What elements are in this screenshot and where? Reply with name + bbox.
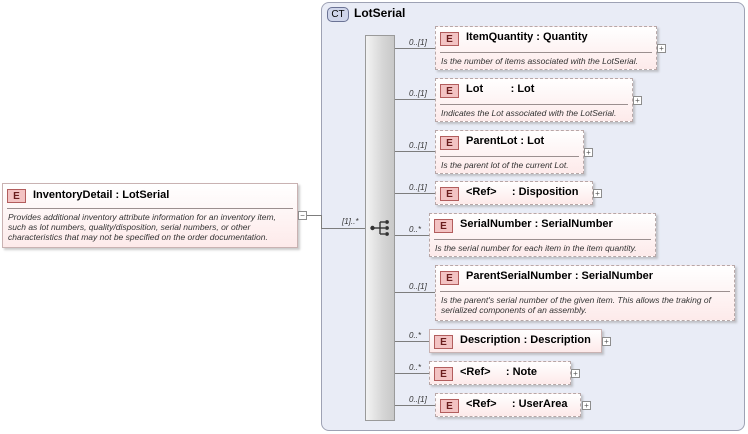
connector-line (395, 405, 435, 406)
connector-line (307, 215, 321, 216)
child-element-note[interactable]: E <Ref> : Note (429, 361, 571, 385)
cardinality-label: 0..* (409, 363, 422, 372)
expand-icon[interactable]: + (571, 369, 580, 378)
collapse-icon[interactable]: − (298, 211, 307, 220)
element-name: Description : Description (460, 334, 591, 346)
element-doc: Indicates the Lot associated with the Lo… (441, 108, 617, 118)
child-element-description[interactable]: E Description : Description (429, 329, 602, 353)
child-element-userarea[interactable]: E <Ref> : UserArea (435, 393, 581, 417)
sequence-icon (370, 220, 389, 236)
divider (440, 52, 652, 53)
complex-type-badge: CT (327, 7, 349, 22)
element-name: SerialNumber : SerialNumber (460, 218, 613, 230)
element-name: ParentSerialNumber : SerialNumber (466, 270, 654, 282)
child-element-lot[interactable]: E Lot : Lot Indicates the Lot associated… (435, 78, 633, 122)
connector-line (395, 292, 435, 293)
element-doc: Is the serial number for each item in th… (435, 243, 637, 253)
connector-line (395, 373, 429, 374)
element-badge: E (440, 399, 459, 413)
element-badge: E (434, 367, 453, 381)
element-name: Lot : Lot (466, 83, 535, 95)
complex-type-name: LotSerial (354, 6, 406, 20)
element-name: <Ref> : UserArea (466, 398, 568, 410)
element-name: <Ref> : Disposition (466, 186, 579, 198)
divider (440, 156, 579, 157)
element-badge: E (434, 219, 453, 233)
connector-line (321, 215, 322, 229)
connector-line (395, 341, 429, 342)
connector-line (321, 228, 365, 229)
element-badge: E (440, 84, 459, 98)
expand-icon[interactable]: + (602, 337, 611, 346)
element-badge: E (440, 136, 459, 150)
expand-icon[interactable]: + (584, 148, 593, 157)
cardinality-label: 0..[1] (409, 183, 427, 192)
cardinality-label: 0..[1] (409, 38, 427, 47)
element-doc: Is the parent lot of the current Lot. (441, 160, 569, 170)
cardinality-label: 0..* (409, 331, 422, 340)
cardinality-label: 0..[1] (409, 395, 427, 404)
element-badge: E (7, 189, 26, 203)
connector-line (395, 193, 435, 194)
element-badge: E (440, 271, 459, 285)
divider (7, 208, 293, 209)
expand-icon[interactable]: + (657, 44, 666, 53)
element-doc-line-2: serialized components of an assembly. (441, 305, 587, 315)
divider (440, 104, 628, 105)
root-element-box[interactable]: E InventoryDetail : LotSerial Provides a… (2, 183, 298, 248)
element-name: ItemQuantity : Quantity (466, 31, 588, 43)
connector-line (395, 235, 429, 236)
element-doc-line-1: Is the parent's serial number of the giv… (441, 295, 711, 305)
element-doc: Is the number of items associated with t… (441, 56, 639, 66)
cardinality-label: 0..[1] (409, 141, 427, 150)
element-name: <Ref> : Note (460, 366, 538, 378)
connector-line (395, 48, 435, 49)
root-doc-line-2: such as lot numbers, quality/disposition… (8, 222, 251, 232)
cardinality-label: 0..* (409, 225, 422, 234)
root-doc-line-3: characteristics that may not be specifie… (8, 232, 268, 242)
element-badge: E (440, 187, 459, 201)
divider (434, 239, 651, 240)
child-element-parentserialnumber[interactable]: E ParentSerialNumber : SerialNumber Is t… (435, 265, 735, 321)
element-badge: E (434, 335, 453, 349)
root-doc-line-1: Provides additional inventory attribute … (8, 212, 276, 222)
connector-line (395, 151, 435, 152)
child-element-serialnumber[interactable]: E SerialNumber : SerialNumber Is the ser… (429, 213, 656, 257)
cardinality-label: 0..[1] (409, 89, 427, 98)
element-badge: E (440, 32, 459, 46)
element-name: ParentLot : Lot (466, 135, 545, 147)
divider (440, 291, 730, 292)
connector-line (395, 99, 435, 100)
child-element-disposition[interactable]: E <Ref> : Disposition (435, 181, 593, 205)
expand-icon[interactable]: + (593, 189, 602, 198)
cardinality-label: 0..[1] (409, 282, 427, 291)
child-element-parentlot[interactable]: E ParentLot : Lot Is the parent lot of t… (435, 130, 584, 174)
expand-icon[interactable]: + (582, 401, 591, 410)
root-element-name: InventoryDetail : LotSerial (33, 189, 170, 201)
child-element-itemquantity[interactable]: E ItemQuantity : Quantity Is the number … (435, 26, 657, 70)
expand-icon[interactable]: + (633, 96, 642, 105)
root-cardinality: [1]..* (342, 217, 359, 226)
